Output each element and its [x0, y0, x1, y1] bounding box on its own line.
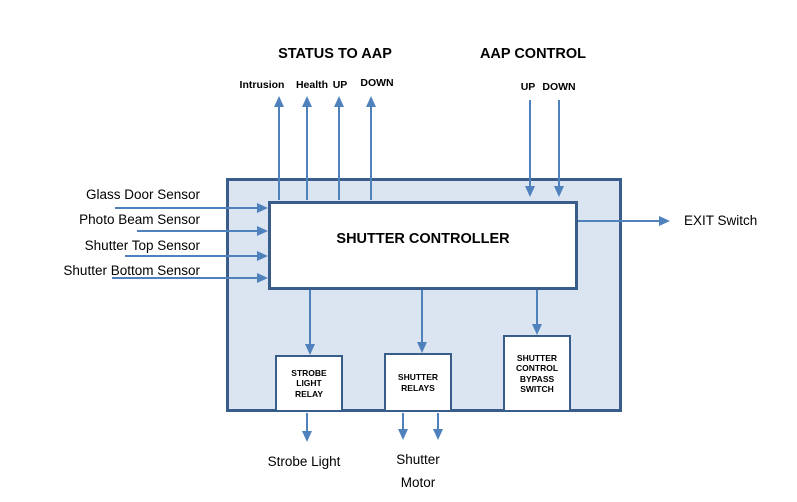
- input-label-glass-door-sensor: Glass Door Sensor: [85, 187, 200, 202]
- shutter-motor-output-label: Shutter Motor: [396, 452, 440, 490]
- arrow-head-intrusion-icon: [274, 96, 284, 107]
- arrow-head-control-up-icon: [525, 186, 535, 197]
- status-to-aap-title: STATUS TO AAP: [278, 46, 392, 62]
- arrow-head-shutter-motor-2-icon: [433, 429, 443, 440]
- arrow-head-to-strobe-relay-icon: [305, 344, 315, 355]
- arrow-head-to-shutter-relays-icon: [417, 342, 427, 353]
- input-label-shutter-bottom-sensor: Shutter Bottom Sensor: [63, 263, 200, 278]
- shutter-relays-label: SHUTTER RELAYS: [397, 372, 439, 393]
- exit-switch-label: EXIT Switch: [684, 213, 758, 228]
- shutter-control-bypass-switch-box: SHUTTER CONTROL BYPASS SWITCH: [503, 335, 571, 412]
- strobe-light-output-label: Strobe Light: [267, 454, 341, 469]
- arrow-line-shutter-motor-2: [437, 413, 439, 429]
- strobe-light-relay-box: STROBE LIGHT RELAY: [275, 355, 343, 412]
- arrow-line-glass-door: [115, 207, 258, 209]
- signal-label-control-up: UP: [520, 81, 536, 93]
- signal-label-status-down: DOWN: [360, 77, 394, 89]
- arrow-head-photo-beam-icon: [257, 226, 268, 236]
- signal-label-control-down: DOWN: [542, 81, 576, 93]
- input-label-photo-beam-sensor: Photo Beam Sensor: [79, 212, 200, 227]
- arrow-head-exit-switch-icon: [659, 216, 670, 226]
- arrow-head-status-down-icon: [366, 96, 376, 107]
- arrow-line-control-down: [558, 100, 560, 187]
- signal-label-status-up: UP: [332, 79, 348, 91]
- arrow-head-glass-door-icon: [257, 203, 268, 213]
- arrow-head-shutter-top-icon: [257, 251, 268, 261]
- arrow-line-to-strobe-relay: [309, 290, 311, 344]
- arrow-line-exit-switch: [577, 220, 659, 222]
- arrow-line-status-down: [370, 106, 372, 200]
- arrow-head-strobe-light-icon: [302, 431, 312, 442]
- arrow-line-to-shutter-relays: [421, 290, 423, 342]
- strobe-light-relay-label: STROBE LIGHT RELAY: [291, 367, 327, 399]
- arrow-line-shutter-motor-1: [402, 413, 404, 429]
- aap-control-title: AAP CONTROL: [479, 46, 587, 62]
- arrow-head-control-down-icon: [554, 186, 564, 197]
- arrow-head-to-bypass-switch-icon: [532, 324, 542, 335]
- arrow-line-shutter-bottom: [112, 277, 258, 279]
- arrow-head-health-icon: [302, 96, 312, 107]
- shutter-relays-box: SHUTTER RELAYS: [384, 353, 452, 412]
- signal-label-intrusion: Intrusion: [239, 79, 285, 91]
- arrow-line-shutter-top: [125, 255, 258, 257]
- signal-label-health: Health: [295, 79, 329, 91]
- arrow-head-shutter-motor-1-icon: [398, 429, 408, 440]
- input-label-shutter-top-sensor: Shutter Top Sensor: [84, 238, 200, 253]
- shutter-control-bypass-switch-label: SHUTTER CONTROL BYPASS SWITCH: [515, 352, 559, 395]
- arrow-line-health: [306, 106, 308, 200]
- arrow-line-photo-beam: [137, 230, 258, 232]
- arrow-line-intrusion: [278, 106, 280, 200]
- arrow-line-status-up: [338, 106, 340, 200]
- arrow-line-to-bypass-switch: [536, 290, 538, 324]
- arrow-head-shutter-bottom-icon: [257, 273, 268, 283]
- shutter-controller-box: SHUTTER CONTROLLER: [268, 201, 578, 290]
- shutter-controller-label: SHUTTER CONTROLLER: [336, 231, 510, 247]
- arrow-head-status-up-icon: [334, 96, 344, 107]
- arrow-line-strobe-light: [306, 413, 308, 431]
- arrow-line-control-up: [529, 100, 531, 187]
